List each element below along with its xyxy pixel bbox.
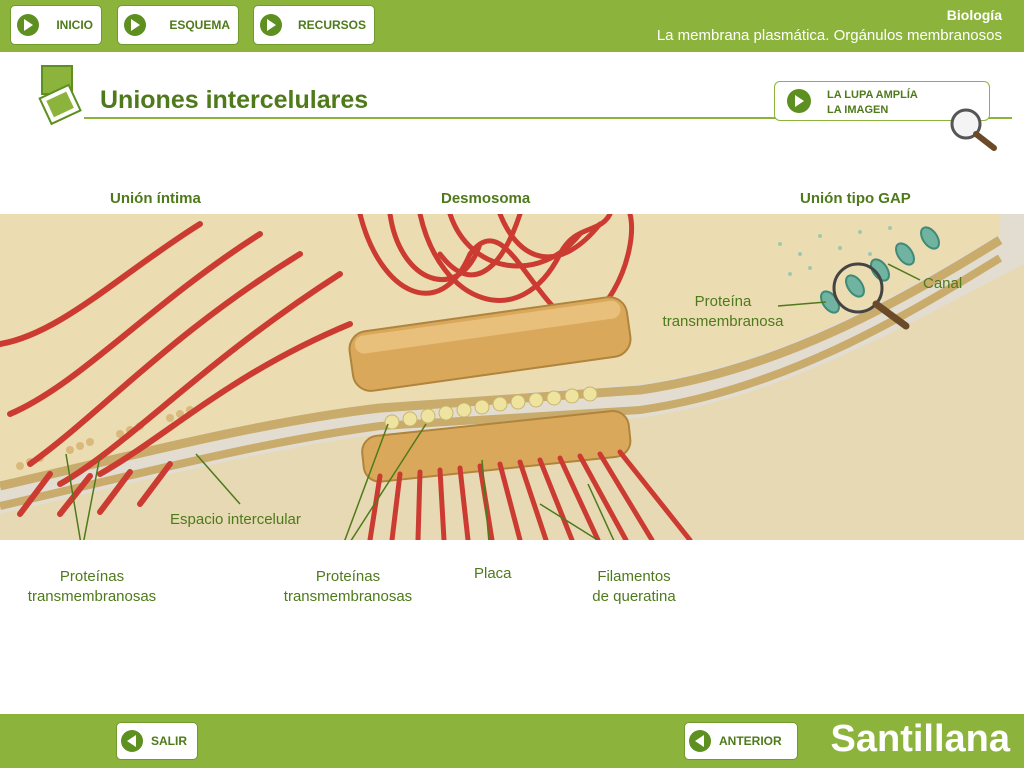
recursos-button[interactable]: RECURSOS — [253, 5, 375, 45]
label-filamentos-queratina: Filamentos de queratina — [592, 568, 676, 605]
page-title: Uniones intercelulares — [100, 86, 369, 114]
bottom-bar: SALIR ANTERIOR Santillana — [0, 714, 1024, 768]
label-proteinas-mid: Proteínas transmembranosas — [283, 568, 413, 605]
esquema-button[interactable]: ESQUEMA — [117, 5, 239, 45]
inicio-label: INICIO — [56, 18, 93, 32]
play-icon — [17, 14, 39, 36]
section-desmosoma: Desmosoma — [441, 190, 531, 207]
label-placa: Placa — [474, 565, 512, 582]
header-title: Biología La membrana plasmática. Orgánul… — [657, 7, 1002, 44]
magnifier-icon[interactable] — [946, 104, 1002, 154]
cell-junctions-illustration — [0, 214, 1024, 540]
title-divider — [84, 117, 1012, 119]
header-subject: Biología — [946, 7, 1002, 23]
lupa-line2: LA IMAGEN — [827, 104, 889, 116]
play-icon — [124, 14, 146, 36]
squares-logo-icon — [38, 65, 82, 126]
salir-label: SALIR — [151, 734, 187, 748]
section-union-gap: Unión tipo GAP — [800, 190, 911, 207]
salir-button[interactable]: SALIR — [116, 722, 198, 760]
anterior-button[interactable]: ANTERIOR — [684, 722, 798, 760]
label-proteina-transmembranosa: Proteína transmembranosa — [662, 293, 784, 330]
play-icon — [260, 14, 282, 36]
play-icon — [787, 89, 811, 113]
section-union-intima: Unión íntima — [110, 190, 201, 207]
back-arrow-icon — [689, 730, 711, 752]
top-bar: INICIO ESQUEMA RECURSOS Biología La memb… — [0, 0, 1024, 52]
lupa-line1: LA LUPA AMPLÍA — [827, 89, 918, 101]
label-canal: Canal — [923, 275, 963, 292]
header-subtitle: La membrana plasmática. Orgánulos membra… — [656, 27, 1002, 44]
label-proteinas-left: Proteínas transmembranosas — [27, 568, 157, 605]
esquema-label: ESQUEMA — [169, 18, 230, 32]
brand-logo: Santillana — [830, 718, 1011, 760]
back-arrow-icon — [121, 730, 143, 752]
anterior-label: ANTERIOR — [719, 734, 782, 748]
label-espacio-intercelular: Espacio intercelular — [170, 511, 301, 528]
inicio-button[interactable]: INICIO — [10, 5, 102, 45]
gap-magnifier-icon — [832, 262, 910, 330]
recursos-label: RECURSOS — [297, 18, 366, 32]
